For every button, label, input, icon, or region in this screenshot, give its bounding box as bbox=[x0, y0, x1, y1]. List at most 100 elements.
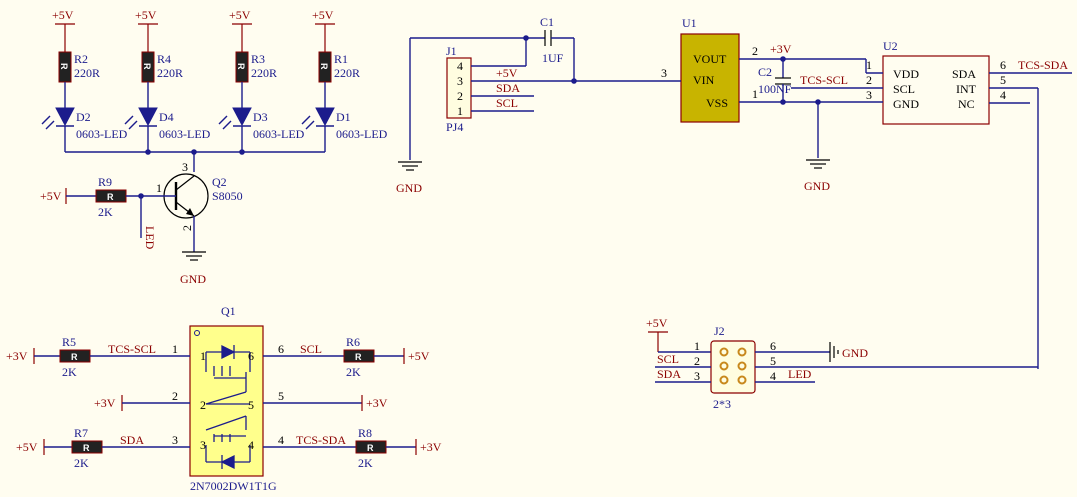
svg-text:VIN: VIN bbox=[693, 73, 715, 87]
R8-ref: R8 bbox=[358, 426, 372, 440]
svg-text:1: 1 bbox=[866, 58, 872, 72]
svg-text:4: 4 bbox=[457, 59, 463, 73]
p5v-label-r9: +5V bbox=[40, 189, 62, 203]
D2-val: 0603-LED bbox=[76, 127, 128, 141]
svg-text:6: 6 bbox=[770, 339, 776, 353]
svg-text:2: 2 bbox=[694, 354, 700, 368]
D1-ref: D1 bbox=[336, 110, 351, 124]
J2-ref: J2 bbox=[714, 324, 725, 338]
resistor-R7: +5V R R7 2K SDA 3 bbox=[16, 426, 190, 470]
connector-J2: +5V J2 1 2 3 6 5 4 SCL SDA 2*3 GND LED bbox=[646, 316, 1038, 411]
j2-led-label: LED bbox=[788, 367, 812, 381]
svg-text:1: 1 bbox=[694, 339, 700, 353]
resistor-R4: R R4 220R bbox=[141, 51, 183, 83]
PJ4-ref: PJ4 bbox=[446, 120, 463, 134]
q1-tcs-sda-label: TCS-SDA bbox=[296, 433, 346, 447]
R7-ref: R7 bbox=[74, 426, 88, 440]
p5v-label-r3: +5V bbox=[229, 8, 251, 22]
R3-ref: R3 bbox=[251, 52, 265, 66]
gnd-label-j1: GND bbox=[396, 181, 422, 195]
resistor-R1: R R1 220R bbox=[318, 51, 360, 83]
Q1-ref: Q1 bbox=[221, 304, 236, 318]
svg-text:2: 2 bbox=[172, 389, 178, 403]
sensor-U2: U2 VDD SCL GND SDA INT NC 1 2 3 TCS-SCL … bbox=[791, 39, 1072, 369]
D2-ref: D2 bbox=[76, 110, 91, 124]
Q2-pin2: 2 bbox=[180, 225, 194, 231]
p3v-label-gate: +3V bbox=[94, 396, 116, 410]
level-shifter-Q1: Q1 1 6 bbox=[189, 304, 277, 493]
svg-text:R: R bbox=[319, 63, 329, 70]
svg-text:2: 2 bbox=[752, 44, 758, 58]
svg-text:2: 2 bbox=[457, 89, 463, 103]
svg-text:3: 3 bbox=[866, 88, 872, 102]
Q2-ref: Q2 bbox=[212, 175, 227, 189]
R9-val: 2K bbox=[98, 205, 113, 219]
p3v-label-r5: +3V bbox=[6, 349, 28, 363]
svg-text:R: R bbox=[355, 352, 362, 362]
C1-ref: C1 bbox=[540, 15, 554, 29]
svg-text:4: 4 bbox=[278, 433, 284, 447]
svg-text:2: 2 bbox=[200, 398, 206, 412]
R9-ref: R9 bbox=[98, 175, 112, 189]
R3-val: 220R bbox=[251, 66, 277, 80]
capacitor-C1: C1 1UF bbox=[526, 15, 577, 84]
svg-text:VSS: VSS bbox=[706, 96, 728, 110]
svg-text:1: 1 bbox=[172, 342, 178, 356]
D4-ref: D4 bbox=[159, 110, 174, 124]
svg-text:1: 1 bbox=[200, 349, 206, 363]
svg-text:4: 4 bbox=[248, 438, 254, 452]
led-D4: D4 0603-LED bbox=[124, 107, 211, 141]
led-array: +5V +5V +5V +5V R R2 220R R R4 220R R R3… bbox=[41, 8, 388, 155]
svg-text:R: R bbox=[142, 63, 152, 70]
svg-text:2: 2 bbox=[866, 73, 872, 87]
svg-text:5: 5 bbox=[278, 389, 284, 403]
j1-scl-label: SCL bbox=[496, 96, 518, 110]
resistor-R3: R R3 220R bbox=[235, 51, 277, 83]
svg-text:SCL: SCL bbox=[893, 82, 915, 96]
p5v-label-r6: +5V bbox=[408, 349, 430, 363]
svg-text:R: R bbox=[107, 192, 114, 202]
svg-text:NC: NC bbox=[958, 97, 975, 111]
Q1-val: 2N7002DW1T1G bbox=[190, 479, 277, 493]
C2-ref: C2 bbox=[758, 65, 772, 79]
svg-text:5: 5 bbox=[770, 354, 776, 368]
svg-text:R: R bbox=[236, 63, 246, 70]
resistor-R2: R R2 220R bbox=[58, 51, 100, 83]
resistor-R6: 6 SCL R R6 2K +5V bbox=[263, 335, 430, 379]
svg-text:R: R bbox=[71, 352, 78, 362]
svg-text:3: 3 bbox=[694, 369, 700, 383]
led-D3: D3 0603-LED bbox=[218, 107, 305, 141]
svg-text:R: R bbox=[59, 63, 69, 70]
p5v-label-r2: +5V bbox=[52, 8, 74, 22]
led-D2: D2 0603-LED bbox=[41, 107, 128, 141]
R6-ref: R6 bbox=[346, 335, 360, 349]
j1-sda-label: SDA bbox=[496, 81, 520, 95]
capacitor-C2: +3V C2 100NF GND bbox=[758, 42, 866, 193]
svg-text:R: R bbox=[367, 443, 374, 453]
j2-sda-label: SDA bbox=[657, 367, 681, 381]
svg-text:4: 4 bbox=[1000, 88, 1006, 102]
p3v-label-r8: +3V bbox=[420, 440, 442, 454]
svg-text:SDA: SDA bbox=[952, 67, 976, 81]
p3v-label-u1: +3V bbox=[770, 42, 792, 56]
svg-text:5: 5 bbox=[248, 398, 254, 412]
D4-val: 0603-LED bbox=[159, 127, 211, 141]
svg-text:INT: INT bbox=[956, 82, 977, 96]
led-power-symbols: +5V +5V +5V +5V bbox=[52, 8, 335, 52]
svg-text:1: 1 bbox=[457, 104, 463, 118]
svg-text:6: 6 bbox=[1000, 58, 1006, 72]
svg-text:R: R bbox=[83, 443, 90, 453]
R1-ref: R1 bbox=[334, 52, 348, 66]
q1-sda-label: SDA bbox=[120, 433, 144, 447]
q1-scl-label: SCL bbox=[300, 342, 322, 356]
q1-tcs-scl-label: TCS-SCL bbox=[108, 342, 156, 356]
svg-text:4: 4 bbox=[770, 369, 776, 383]
R2-ref: R2 bbox=[74, 52, 88, 66]
svg-text:3: 3 bbox=[172, 433, 178, 447]
connector-J1: J1 4 3 2 1 PJ4 +5V SDA SCL bbox=[446, 44, 574, 134]
R1-val: 220R bbox=[334, 66, 360, 80]
D3-val: 0603-LED bbox=[253, 127, 305, 141]
svg-text:GND: GND bbox=[893, 97, 919, 111]
Q2-pin1: 1 bbox=[156, 181, 162, 195]
R4-ref: R4 bbox=[157, 52, 171, 66]
